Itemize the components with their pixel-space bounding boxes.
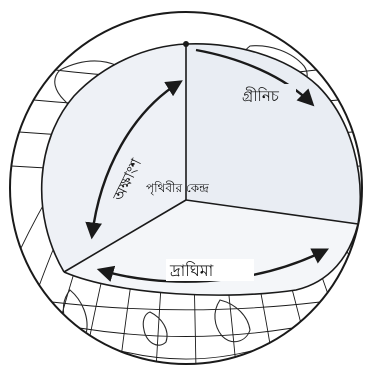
greenwich-label-bg [236,84,296,106]
cutaway-wedge [186,43,361,224]
parallel-line [79,327,293,337]
parallel-line [117,349,255,360]
earth-center-label: পৃথিবীর কেন্দ্র [146,181,209,196]
longitude-label: দ্রাঘিমা [169,261,214,280]
parallel-line [51,301,321,311]
greenwich-label: গ্রীনিচ [242,87,280,105]
north-pole [183,41,189,47]
greenwich-arrow-icon [195,48,315,107]
longitude-label-bg [166,259,254,281]
latitude-arrow-icon [85,80,183,240]
cutaway-edges [40,43,361,296]
